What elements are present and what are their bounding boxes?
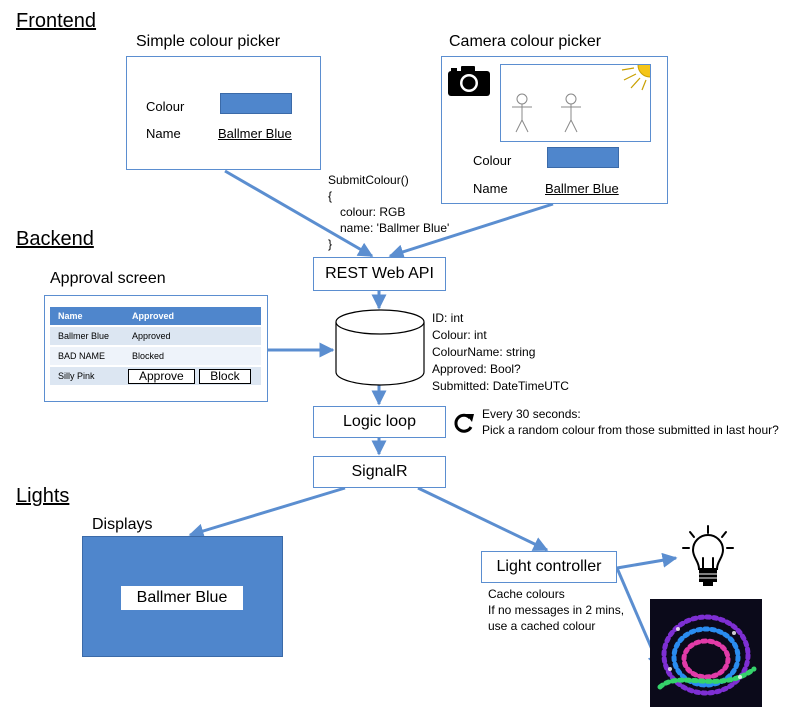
camera-preview-figures [512,93,581,133]
camera-picker-title: Camera colour picker [449,33,602,50]
loop-note: Every 30 seconds: Pick a random colour f… [482,406,779,438]
refresh-icon [454,413,474,433]
row-actions: Approve Block [124,367,261,385]
approve-button[interactable]: Approve [128,368,195,384]
display-colour-name: Ballmer Blue [121,586,243,610]
code-line: } [328,237,333,251]
camera-name-label: Name [473,181,508,196]
controller-note-line: use a cached colour [488,619,596,633]
table-row: BAD NAME Blocked [50,347,261,365]
code-line: { [328,189,333,203]
db-field: Approved: Bool? [432,362,521,376]
row-name: Ballmer Blue [50,327,124,345]
header-approved: Approved [124,307,261,325]
simple-name-label: Name [146,126,181,141]
controller-note-line: Cache colours [488,587,565,601]
signalr-node[interactable]: SignalR [313,456,446,488]
light-controller-node[interactable]: Light controller [481,551,617,583]
arrow-signalr-to-displays [188,486,346,539]
code-line: SubmitColour() [328,173,409,187]
arrow-controller-to-bulb [616,552,678,570]
db-field: Submitted: DateTimeUTC [432,379,569,393]
loop-note-line: Every 30 seconds: [482,407,581,421]
approval-screen-title: Approval screen [50,270,166,287]
db-field: Colour: int [432,328,487,342]
displays-title: Displays [92,516,153,533]
table-header-row: Name Approved [50,307,261,325]
arrow-simple-to-api [224,169,374,258]
db-field: ID: int [432,311,464,325]
db-field: ColourName: string [432,345,536,359]
logic-loop-node[interactable]: Logic loop [313,406,446,438]
simple-colour-swatch[interactable] [220,93,292,114]
database-icon [335,309,425,386]
section-backend: Backend [16,228,94,250]
row-status: Blocked [124,347,261,365]
simple-name-value[interactable]: Ballmer Blue [218,126,292,141]
led-strip-image [650,599,762,707]
camera-icon[interactable] [447,65,491,97]
section-frontend: Frontend [16,10,97,32]
arrow-signalr-to-controller [417,486,549,552]
lightbulb-icon [682,525,734,586]
block-button[interactable]: Block [199,368,251,384]
submit-code-snippet: SubmitColour() { colour: RGB name: 'Ball… [328,172,449,252]
controller-note-line: If no messages in 2 mins, [488,603,625,617]
camera-colour-swatch[interactable] [547,147,619,168]
header-name: Name [50,307,124,325]
camera-picker-panel: Colour Name Ballmer Blue [441,56,668,204]
table-row: Ballmer Blue Approved [50,327,261,345]
approval-table: Name Approved Ballmer Blue Approved BAD … [50,305,261,387]
row-name: BAD NAME [50,347,124,365]
display-screen: Ballmer Blue [82,536,283,657]
table-row: Silly Pink Approve Block [50,367,261,385]
camera-colour-label: Colour [473,153,512,168]
db-schema: ID: int Colour: int ColourName: string A… [432,310,569,395]
row-status: Approved [124,327,261,345]
loop-note-line: Pick a random colour from those submitte… [482,423,779,437]
sun-icon [621,65,650,91]
row-name: Silly Pink [50,367,124,385]
section-lights: Lights [16,485,70,507]
camera-name-value[interactable]: Ballmer Blue [545,181,619,196]
code-line: name: 'Ballmer Blue' [340,221,450,235]
simple-colour-label: Colour [146,99,185,114]
camera-viewfinder[interactable] [500,64,651,142]
approval-screen-panel: Name Approved Ballmer Blue Approved BAD … [44,295,268,402]
controller-note: Cache colours If no messages in 2 mins, … [488,586,624,634]
code-line: colour: RGB [340,205,406,219]
rest-api-node[interactable]: REST Web API [313,257,446,291]
arrow-camera-to-api [388,202,554,260]
simple-picker-title: Simple colour picker [136,33,281,50]
simple-picker-panel: Colour Name Ballmer Blue [126,56,321,170]
